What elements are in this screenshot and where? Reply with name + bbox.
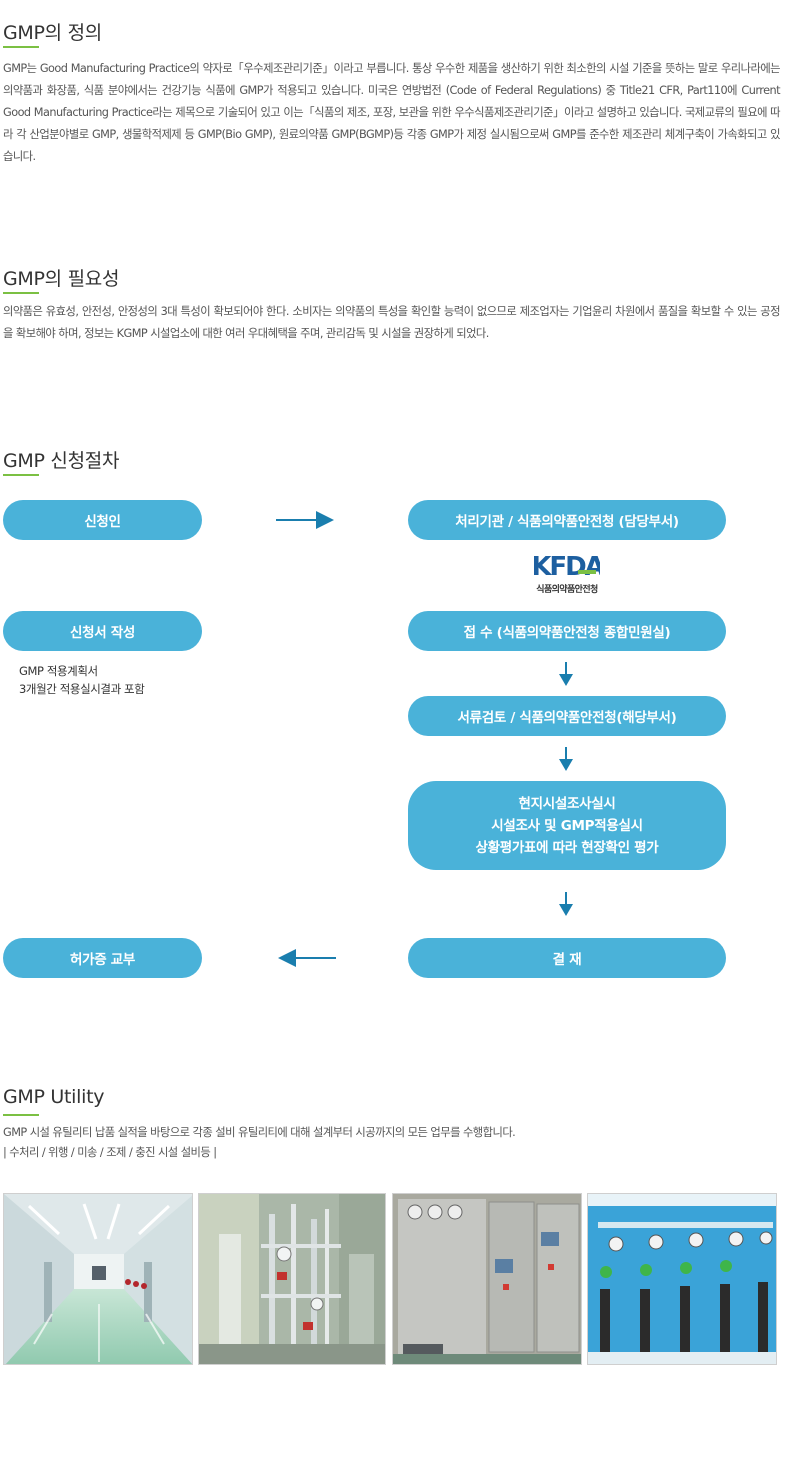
application-step: 신청서 작성 [3,611,202,651]
kfda-logo: KFDA 식품의약품안전청 [520,550,614,600]
arrow-down-icon [559,892,573,916]
applicant-step: 신청인 [3,500,202,540]
inspection-line-3: 상황평가표에 따라 현장확인 평가 [475,839,659,856]
utility-description: GMP 시설 유틸리티 납품 실적을 바탕으로 각종 설비 유틸리티에 대해 설… [3,1126,516,1139]
kfda-logo-mark: KFDA [534,552,600,580]
definition-title: GMP의 정의 [3,22,102,44]
approval-step: 결 재 [408,938,726,978]
agency-step: 처리기관 / 식품의약품안전청 (담당부서) [408,500,726,540]
license-step: 허가증 교부 [3,938,202,978]
arrow-left-icon [278,949,336,967]
inspection-step: 현지시설조사실시 시설조사 및 GMP적용실시 상황평가표에 따라 현장확인 평… [408,781,726,870]
procedure-title: GMP 신청절차 [3,450,120,472]
application-note: GMP 적용계획서 3개월간 적용실시결과 포함 [19,662,145,698]
arrow-right-icon [276,511,334,529]
inspection-line-2: 시설조사 및 GMP적용실시 [491,817,643,834]
kfda-logo-caption: 식품의약품안전청 [536,585,598,595]
document-review-step: 서류검토 / 식품의약품안전청(해당부서) [408,696,726,736]
utility-title-underline [3,1114,39,1116]
arrow-down-icon [559,747,573,771]
gas-regulator-photo [587,1193,777,1365]
necessity-title: GMP의 필요성 [3,268,120,290]
cleanroom-photo [3,1193,193,1365]
necessity-body: 의약품은 유효성, 안전성, 안정성의 3대 특성이 확보되어야 한다. 소비자… [3,305,781,340]
necessity-title-underline [3,292,39,294]
kfda-logo-accent [578,570,596,574]
kfda-logo-text: KFDA [534,552,600,580]
note-line-1: GMP 적용계획서 [19,664,98,678]
definition-body: GMP는 Good Manufacturing Practice의 약자로「우수… [3,62,781,163]
procedure-title-underline [3,474,39,476]
control-panel-photo [392,1193,582,1365]
utility-categories: | 수처리 / 위행 / 미송 / 조제 / 충진 시설 설비등 | [3,1146,217,1159]
inspection-line-1: 현지시설조사실시 [518,795,616,812]
definition-title-underline [3,46,39,48]
reception-step: 접 수 (식품의약품안전청 종합민원실) [408,611,726,651]
arrow-down-icon [559,662,573,686]
piping-system-photo [198,1193,386,1365]
note-line-2: 3개월간 적용실시결과 포함 [19,682,145,696]
utility-title: GMP Utility [3,1086,105,1108]
